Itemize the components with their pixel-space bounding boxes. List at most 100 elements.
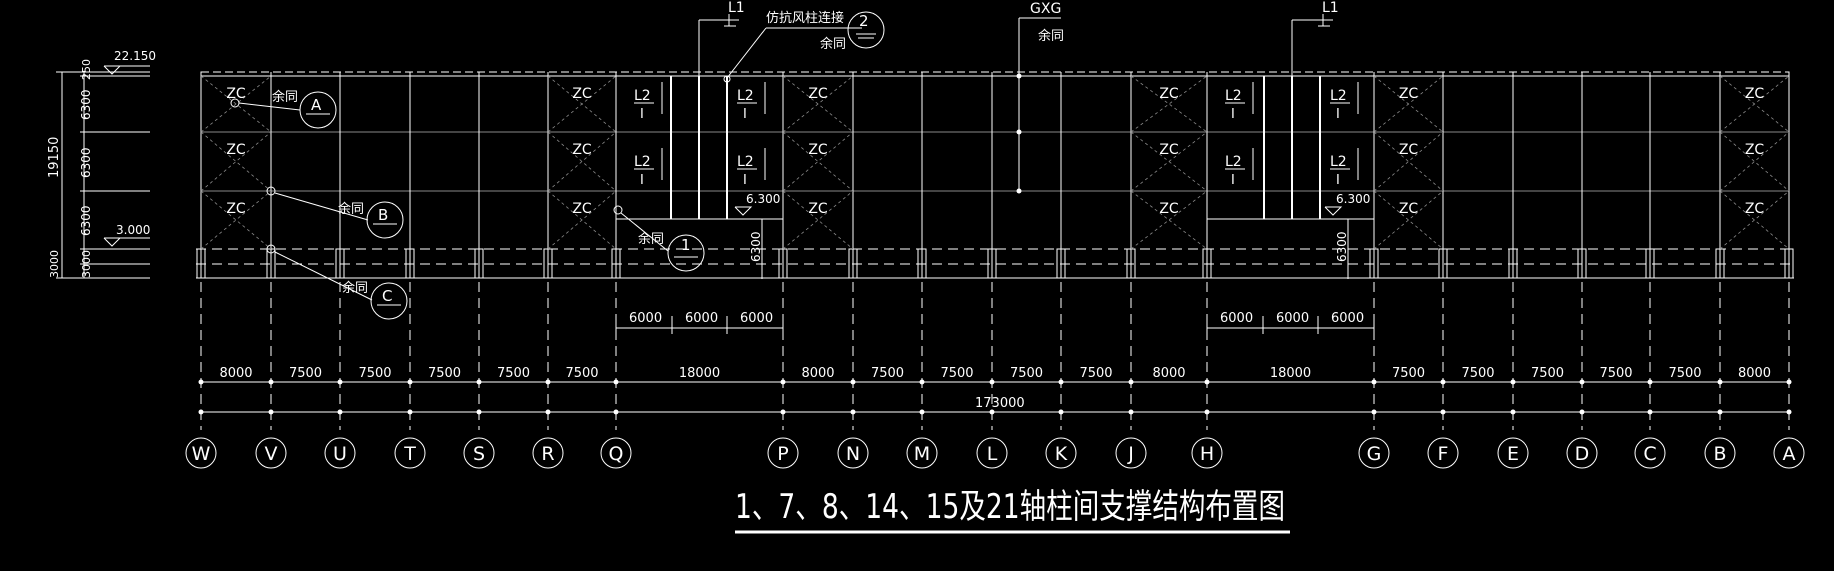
svg-text:余同: 余同 — [1038, 28, 1064, 44]
axis-label-T: T — [403, 443, 416, 465]
svg-text:I: I — [1231, 173, 1235, 188]
top-label-gxg: GXG 余同 — [1016, 1, 1064, 194]
svg-text:A: A — [311, 96, 322, 114]
svg-text:I: I — [640, 173, 644, 188]
axis-label-B: B — [1713, 443, 1726, 465]
vert-6300-right: 6300 — [1335, 231, 1349, 262]
bay-dim-16: 7500 — [1531, 366, 1564, 381]
axis-bubble-R: R — [532, 437, 564, 469]
column-base-U — [335, 248, 345, 279]
column-base-D — [1577, 248, 1587, 279]
bay-dim-19: 8000 — [1738, 366, 1771, 381]
axis-bubble-Q: Q — [600, 437, 632, 469]
l2-beam-label-1-3: L2I — [1330, 148, 1359, 188]
svg-text:L2: L2 — [1225, 154, 1242, 170]
zc-label: ZC — [1399, 86, 1419, 102]
zc-label: ZC — [1745, 201, 1765, 217]
zc-brace-R-1: ZC — [547, 131, 617, 192]
axis-label-R: R — [541, 443, 554, 465]
axis-circle-Q — [600, 437, 632, 469]
axis-circle-K — [1045, 437, 1077, 469]
l2-beam-label-0-3: L2I — [737, 148, 766, 188]
svg-text:余同: 余同 — [342, 280, 368, 296]
axis-label-P: P — [777, 443, 788, 465]
svg-text:L2: L2 — [1225, 88, 1242, 104]
wind-connection-note: 仿抗风柱连接 — [766, 10, 844, 26]
column-base-C — [1645, 248, 1655, 279]
axis-label-E: E — [1507, 443, 1519, 465]
axis-bubble-N: N — [837, 437, 869, 469]
zc-brace-W-1: ZC — [200, 131, 272, 192]
axis-circle-S — [463, 437, 495, 469]
total-dimension-label: 173000 — [975, 396, 1025, 411]
zc-brace-J-1: ZC — [1130, 131, 1208, 192]
axis-bubble-F: F — [1427, 437, 1459, 469]
l2-beam-label-0-1: L2I — [634, 148, 663, 188]
column-base-H — [1202, 248, 1212, 279]
axis-circle-J — [1115, 437, 1147, 469]
l2-beam-label-1-0: L2I — [1225, 82, 1254, 122]
axis-circle-H — [1191, 437, 1223, 469]
sub-dimension-right: 6000 6000 6000 — [1206, 311, 1375, 334]
bay-dim-18: 7500 — [1668, 366, 1701, 381]
axis-circle-D — [1566, 437, 1598, 469]
elevation-low-label: 3.000 — [116, 223, 150, 237]
column-base-E — [1508, 248, 1518, 279]
zc-brace-P-0: ZC — [782, 75, 854, 133]
l2-beam-label-0-0: L2I — [634, 82, 663, 122]
bay-dim-2: 7500 — [358, 366, 391, 381]
zc-label: ZC — [572, 142, 592, 158]
axis-label-W: W — [192, 443, 211, 465]
zc-brace-W-0: ZC — [200, 75, 272, 133]
axis-bubble-L: L — [976, 437, 1008, 469]
marker-2-label: 2 — [859, 12, 869, 30]
bay-dim-7: 8000 — [801, 366, 834, 381]
zc-brace-G-2: ZC — [1373, 190, 1444, 250]
sub-dim-r1: 6000 — [1220, 311, 1253, 326]
svg-text:B: B — [378, 206, 388, 224]
zc-brace-J-0: ZC — [1130, 75, 1208, 133]
svg-text:1: 1 — [681, 236, 691, 254]
zc-label: ZC — [1399, 142, 1419, 158]
elev-dim-6300-b: 6300 — [79, 147, 93, 178]
axis-label-V: V — [265, 443, 278, 465]
axis-bubble-E: E — [1497, 437, 1529, 469]
sub-dimension-left: 6000 6000 6000 — [615, 311, 784, 334]
zc-label: ZC — [572, 201, 592, 217]
svg-text:余同: 余同 — [820, 36, 846, 52]
zc-label: ZC — [1159, 201, 1179, 217]
svg-text:L2: L2 — [737, 154, 754, 170]
elev-dim-250: 250 — [80, 59, 93, 80]
bay-dim-6: 18000 — [679, 366, 720, 381]
zc-label: ZC — [226, 142, 246, 158]
svg-text:I: I — [743, 107, 747, 122]
bay-dim-17: 7500 — [1599, 366, 1632, 381]
callout-wind-connection: 仿抗风柱连接 余同 2 — [723, 10, 885, 83]
bay-dim-12: 8000 — [1152, 366, 1185, 381]
sub-dim-r2: 6000 — [1276, 311, 1309, 326]
zc-brace-P-1: ZC — [782, 131, 854, 192]
svg-text:I: I — [1336, 173, 1340, 188]
sub-dim-r3: 6000 — [1331, 311, 1364, 326]
svg-text:L1: L1 — [728, 0, 745, 16]
axis-bubble-U: U — [324, 437, 356, 469]
elev-dim-6300-a: 6300 — [79, 89, 93, 120]
drawing-title-group: 1、7、8、14、15及21轴柱间支撑结构布置图 — [735, 487, 1290, 534]
zc-brace-R-0: ZC — [547, 75, 617, 133]
bay-dim-8: 7500 — [871, 366, 904, 381]
bay-dim-14: 7500 — [1392, 366, 1425, 381]
zc-brace-P-2: ZC — [782, 190, 854, 250]
bay-dim-13: 18000 — [1270, 366, 1311, 381]
column-base-S — [474, 248, 484, 279]
callout-b: 余同 B — [266, 186, 404, 239]
column-base-K — [1056, 248, 1066, 279]
axis-bubble-A: A — [1773, 437, 1805, 469]
l2-beam-label-1-1: L2I — [1225, 148, 1254, 188]
axis-label-F: F — [1438, 443, 1449, 465]
svg-text:L1: L1 — [1322, 0, 1339, 16]
l2-beam-label-1-2: L2I — [1330, 82, 1359, 122]
axis-bubble-P: P — [767, 437, 799, 469]
axis-label-K: K — [1055, 443, 1068, 465]
